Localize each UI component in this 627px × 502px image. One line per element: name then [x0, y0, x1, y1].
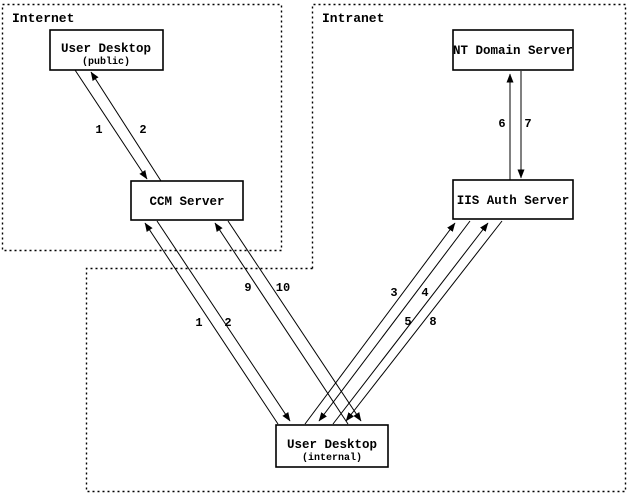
iis-auth-server-box [452, 179, 574, 220]
edge-step6-label: 6 [498, 117, 505, 131]
user-desktop-internal-subtitle: (internal) [302, 452, 362, 464]
edge-step7: 7 [517, 71, 532, 179]
internet-zone-border [1, 3, 283, 252]
edge-step4-label: 4 [421, 286, 428, 300]
edge-step2-public: 2 [90, 71, 162, 182]
edge-step9-label: 9 [244, 281, 251, 295]
edge-step1-public-line [74, 69, 148, 180]
edge-step5-line [332, 222, 489, 425]
edge-step1-public: 1 [74, 69, 148, 180]
node-ccm-server: CCM Server [130, 180, 244, 221]
edge-step10-line [227, 220, 362, 422]
user-desktop-internal-title: User Desktop [287, 438, 377, 452]
node-iis-auth-server: IIS Auth Server [452, 179, 574, 220]
edge-step9-line [214, 222, 349, 425]
edge-step1-public-label: 1 [95, 123, 102, 137]
edge-step2-internal-label: 2 [224, 316, 231, 330]
edge-step1-internal: 1 [144, 222, 279, 425]
edge-step3-line [304, 222, 456, 425]
user-desktop-public-title: User Desktop [61, 42, 151, 56]
user-desktop-internal-box [275, 424, 389, 468]
nt-domain-server-box [452, 29, 574, 71]
edge-step2-internal-line [156, 220, 291, 422]
node-user-desktop-public: User Desktop (public) [49, 29, 164, 71]
internet-zone-label: Internet [12, 11, 74, 26]
node-nt-domain-server: NT Domain Server [452, 29, 574, 71]
edge-step4: 4 [318, 220, 471, 422]
edge-step5: 5 [332, 222, 489, 425]
edge-step10-label: 10 [276, 281, 290, 295]
edge-step9: 9 [214, 222, 349, 425]
user-desktop-public-box [49, 29, 164, 71]
edge-step2-public-label: 2 [139, 123, 146, 137]
ccm-server-box [130, 180, 244, 221]
edge-step1-internal-line [144, 222, 279, 425]
zone-internet: Internet [1, 3, 283, 252]
edge-step8: 8 [345, 220, 503, 422]
edge-step3-label: 3 [390, 286, 397, 300]
edge-step1-internal-label: 1 [195, 316, 202, 330]
edge-step4-line [318, 220, 471, 422]
nt-domain-server-title: NT Domain Server [453, 44, 573, 58]
ccm-server-title: CCM Server [149, 195, 224, 209]
edge-step2-internal: 2 [156, 220, 291, 422]
iis-auth-server-title: IIS Auth Server [457, 194, 570, 208]
edge-step8-label: 8 [429, 315, 436, 329]
user-desktop-public-subtitle: (public) [82, 56, 130, 68]
edge-step2-public-line [90, 71, 162, 182]
zone-intranet: Intranet [311, 3, 627, 492]
edge-step8-line [345, 220, 503, 422]
edge-step10: 10 [227, 220, 362, 422]
intranet-zone-border [311, 3, 627, 492]
edge-step3: 3 [304, 222, 456, 425]
edge-step6: 6 [498, 73, 514, 180]
edge-step5-label: 5 [404, 315, 411, 329]
node-user-desktop-internal: User Desktop (internal) [275, 424, 389, 468]
intranet-zone-label: Intranet [322, 11, 384, 26]
edge-step7-label: 7 [524, 117, 531, 131]
